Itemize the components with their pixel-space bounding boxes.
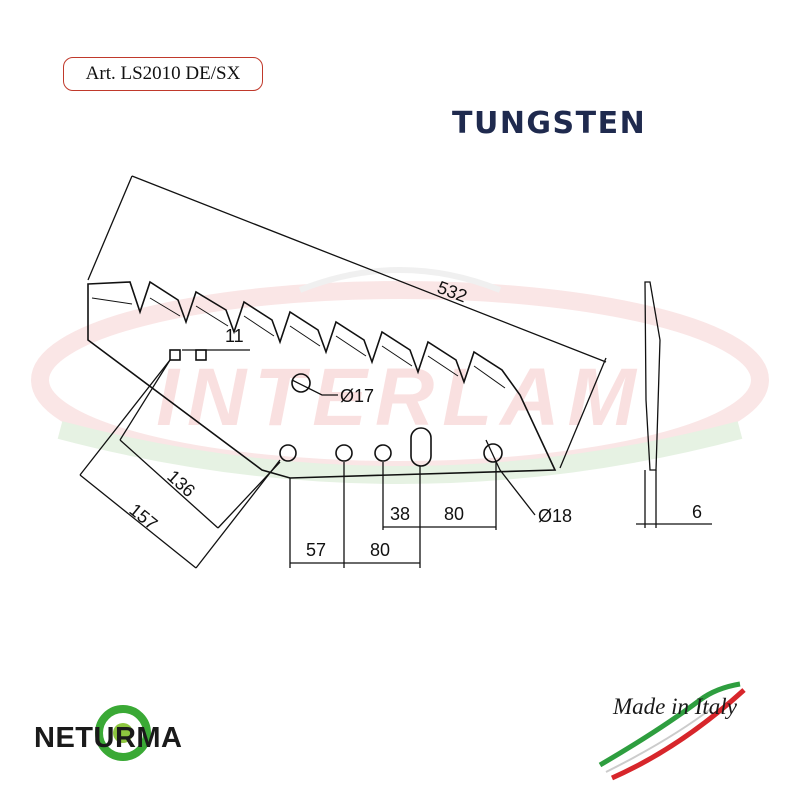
italy-flag-icon xyxy=(598,681,746,781)
watermark-text: INTERLAM xyxy=(156,352,644,443)
made-in-italy: Made in Italy xyxy=(613,694,737,719)
marker-square-1 xyxy=(169,349,181,361)
article-code: Art. LS2010 DE/SX xyxy=(85,63,241,84)
side-view xyxy=(636,281,712,528)
dim-157 xyxy=(79,474,197,569)
hole-17 xyxy=(291,373,311,393)
logo-core xyxy=(113,723,133,743)
label-17: Ø17 xyxy=(340,386,374,406)
tooth-bevels xyxy=(91,297,506,389)
flag-red xyxy=(610,688,746,781)
hole-1 xyxy=(279,444,297,462)
ext-136-top xyxy=(119,359,171,441)
dim-136 xyxy=(119,439,219,529)
flag-green xyxy=(598,681,741,768)
leader-17 xyxy=(291,379,338,396)
leader-18 xyxy=(485,439,536,516)
slot-hole xyxy=(410,427,432,467)
ext-157-top xyxy=(79,359,171,476)
label-157: 157 xyxy=(125,500,161,534)
hole-18 xyxy=(483,443,503,463)
watermark: INTERLAM xyxy=(31,267,769,484)
hole-2 xyxy=(335,444,353,462)
brand-name: NETURMA xyxy=(34,722,183,754)
label-80-a: 80 xyxy=(370,540,390,560)
article-code-box: Art. LS2010 DE/SX xyxy=(63,57,263,91)
blade-outline xyxy=(87,280,557,479)
label-80-b: 80 xyxy=(444,504,464,524)
neturma-logo-icon xyxy=(95,705,151,761)
ext-157-bottom xyxy=(195,459,281,569)
material-label: TUNGSTEN xyxy=(452,106,647,141)
watermark-ring-red xyxy=(31,281,769,479)
label-18: Ø18 xyxy=(538,506,572,526)
label-11: 11 xyxy=(225,326,244,346)
label-38: 38 xyxy=(390,504,410,524)
label-532: 532 xyxy=(435,277,470,306)
hole-3 xyxy=(374,444,392,462)
flag-white xyxy=(605,707,713,773)
dimension-lines xyxy=(79,175,607,569)
ext-532-right xyxy=(559,357,607,469)
label-6: 6 xyxy=(692,502,702,522)
ext-532-left xyxy=(87,175,133,281)
blade-body xyxy=(87,280,557,479)
dim-532 xyxy=(131,175,607,363)
logo-ring xyxy=(95,705,151,761)
label-136: 136 xyxy=(163,466,199,501)
label-57: 57 xyxy=(306,540,326,560)
watermark-laurel xyxy=(298,267,502,293)
